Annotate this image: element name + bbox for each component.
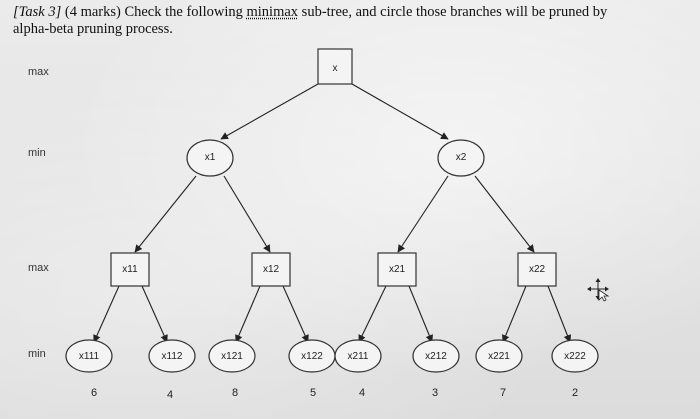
leaf-value-3: 8 bbox=[232, 387, 238, 399]
task-title: [Task 3] bbox=[13, 4, 62, 20]
edge-x11-x112 bbox=[141, 285, 168, 343]
edge-x21-x211 bbox=[358, 285, 387, 343]
node-x11-label: x11 bbox=[122, 264, 138, 275]
edge-x2-x21 bbox=[397, 175, 449, 253]
node-x221 bbox=[475, 339, 523, 373]
node-x111 bbox=[65, 339, 113, 373]
node-x121-label: x121 bbox=[221, 351, 243, 362]
edge-x1-x11 bbox=[134, 175, 197, 253]
move-cursor-icon bbox=[587, 278, 610, 302]
node-x112 bbox=[148, 339, 196, 373]
task-rest: sub-tree, and circle those branches will… bbox=[301, 4, 608, 20]
edge-x12-x121 bbox=[235, 285, 261, 343]
leaf-value-6: 3 bbox=[432, 387, 438, 399]
leaf-value-2: 4 bbox=[167, 389, 173, 401]
edge-x22-x221 bbox=[502, 285, 527, 343]
node-x211-label: x211 bbox=[348, 351, 369, 362]
leaf-value-7: 7 bbox=[500, 387, 506, 399]
leaf-value-8: 2 bbox=[572, 387, 578, 399]
level-label-min-2: min bbox=[28, 348, 46, 360]
edge-x-x1 bbox=[220, 83, 319, 140]
node-x212-label: x212 bbox=[425, 351, 447, 362]
node-x111-label: x111 bbox=[79, 351, 100, 362]
node-x21-label: x21 bbox=[389, 264, 406, 275]
node-x222-label: x222 bbox=[564, 351, 586, 362]
node-x11 bbox=[110, 252, 150, 287]
node-x221-label: x221 bbox=[488, 351, 510, 362]
node-x2-label: x2 bbox=[456, 152, 467, 163]
edge-x22-x222 bbox=[547, 285, 572, 343]
task-text: [Task 3] (4 marks) Check the following m… bbox=[13, 4, 693, 38]
leaf-value-4: 5 bbox=[310, 387, 316, 399]
level-label-max-1: max bbox=[28, 66, 49, 78]
task-marks: (4 marks) Check the following bbox=[64, 4, 243, 20]
node-x2 bbox=[437, 139, 485, 177]
task-line2: alpha-beta pruning process. bbox=[13, 21, 173, 37]
node-x122-label: x122 bbox=[301, 351, 323, 362]
node-x1 bbox=[186, 139, 234, 177]
level-label-min-1: min bbox=[28, 147, 46, 159]
node-x212 bbox=[412, 339, 460, 373]
edge-x-x2 bbox=[351, 83, 449, 140]
node-x211 bbox=[334, 339, 382, 373]
node-x121 bbox=[208, 339, 256, 373]
node-x1-label: x1 bbox=[205, 152, 216, 163]
edge-x2-x22 bbox=[474, 175, 535, 253]
leaf-value-5: 4 bbox=[359, 387, 365, 399]
node-x21 bbox=[377, 252, 417, 287]
node-x112-label: x112 bbox=[162, 351, 183, 362]
edge-x21-x212 bbox=[408, 285, 433, 343]
node-x12 bbox=[251, 252, 291, 287]
edge-x1-x12 bbox=[223, 175, 271, 253]
node-x12-label: x12 bbox=[263, 264, 280, 275]
edge-x12-x122 bbox=[282, 285, 309, 343]
leaf-value-1: 6 bbox=[91, 387, 97, 399]
node-x-label: x bbox=[333, 63, 338, 74]
node-x bbox=[317, 48, 353, 85]
node-x22 bbox=[517, 252, 557, 287]
node-x22-label: x22 bbox=[529, 264, 546, 275]
edge-x11-x111 bbox=[93, 285, 120, 343]
level-label-max-2: max bbox=[28, 262, 49, 274]
node-x222 bbox=[551, 339, 599, 373]
task-minimax: minimax bbox=[246, 4, 299, 20]
